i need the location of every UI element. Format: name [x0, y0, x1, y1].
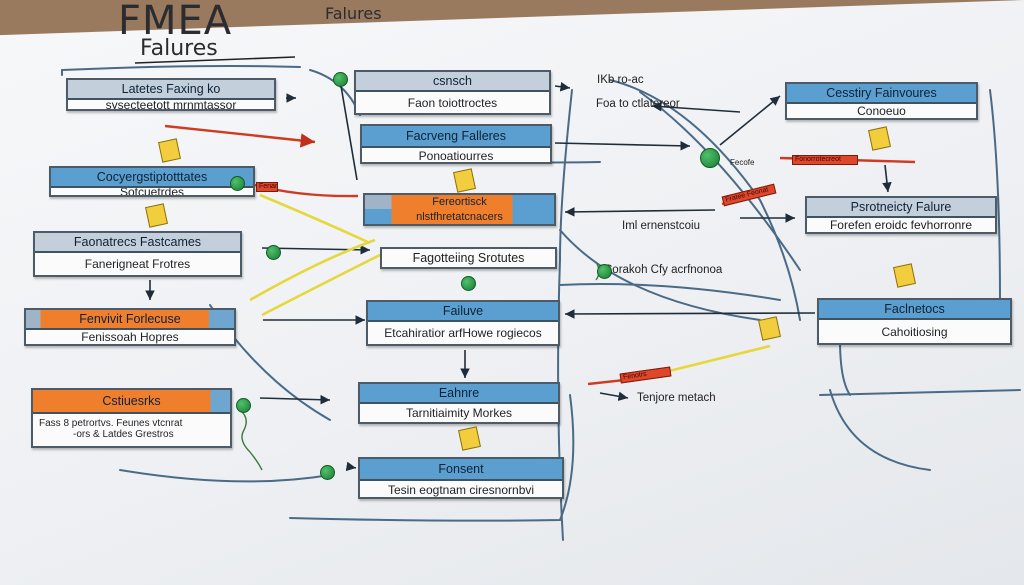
- sticky-note: [453, 168, 476, 193]
- node-a1-body: sysecteetott mrnmtassor: [105, 100, 237, 109]
- arrow: [339, 79, 358, 181]
- arrow: [345, 461, 357, 472]
- node-c2[interactable]: Psrotneicty Falure Forefen eroidc fevhor…: [805, 196, 997, 234]
- pin-icon: [700, 148, 720, 168]
- node-c3-body: Cahoitiosing: [881, 324, 948, 339]
- connector: [829, 389, 931, 471]
- node-b3-body: nlstfhretatcnacers: [365, 209, 554, 224]
- tag-t1: Fonorrotecreot: [792, 155, 858, 165]
- arrow: [564, 207, 716, 217]
- node-b1-head: csnsch: [356, 72, 549, 92]
- node-c3-head: Faclnetocs: [819, 300, 1010, 320]
- title-underline: [134, 56, 296, 64]
- node-c3[interactable]: Faclnetocs Cahoitiosing: [817, 298, 1012, 345]
- label-l1: IKb ro-ac: [597, 74, 644, 86]
- sticky-note: [158, 138, 181, 163]
- arrow: [259, 394, 331, 405]
- connector: [61, 65, 301, 71]
- node-b3[interactable]: Fereortisck nlstfhretatcnacers: [363, 193, 556, 226]
- node-b7-body: Tesin eogtnam ciresnornbvi: [387, 483, 535, 497]
- pin-icon: [320, 465, 335, 480]
- page-title: FMEA: [118, 0, 233, 44]
- node-b5-body: Etcahiratior arfHowe rogiecos: [384, 326, 542, 340]
- node-a3-body: Fanerigneat Frotres: [84, 257, 191, 271]
- pin-icon: [236, 398, 251, 413]
- arrow: [554, 140, 691, 151]
- node-c2-body: Forefen eroidc fevhorronre: [829, 218, 973, 232]
- node-c1-body: Conoeuo: [857, 104, 906, 118]
- connector: [989, 89, 1001, 301]
- node-a4[interactable]: Fenvivit Forlecuse Fenissoah Hopres: [24, 308, 236, 346]
- connector: [839, 339, 851, 396]
- arrow: [554, 81, 571, 92]
- node-a3-head: Faonatrecs Fastcames: [35, 233, 240, 253]
- red-connector: [164, 124, 316, 148]
- node-a5-line1: Fass 8 petrortvs. Feunes vtcnrat: [39, 418, 183, 429]
- node-b2-head: Facrveng Falleres: [362, 126, 550, 148]
- sticky-note: [758, 316, 781, 341]
- node-a5-head: Cstiuesrks: [33, 390, 230, 414]
- node-b1[interactable]: csnsch Faon toiottroctes: [354, 70, 551, 115]
- arrow: [719, 95, 781, 146]
- arrow: [651, 101, 741, 113]
- node-b7[interactable]: Fonsent Tesin eogtnam ciresnornbvi: [358, 457, 564, 499]
- page-subtitle: Falures: [140, 36, 218, 61]
- sticky-note: [145, 203, 168, 228]
- connector: [559, 283, 781, 301]
- pin-icon: [230, 176, 245, 191]
- node-c2-head: Psrotneicty Falure: [807, 198, 995, 218]
- node-a2-head: Cocyergstiptotttates: [51, 168, 253, 188]
- node-b6-body: Tarnitiaimity Morkes: [405, 406, 513, 420]
- arrow: [882, 164, 892, 193]
- yellow-connector: [259, 193, 371, 245]
- node-b2[interactable]: Facrveng Falleres Ponoatiourres: [360, 124, 552, 164]
- sticky-note: [893, 263, 916, 288]
- pin-icon: [333, 72, 348, 87]
- yellow-connector: [249, 238, 376, 302]
- yellow-connector: [664, 344, 771, 374]
- squiggle: [239, 409, 263, 471]
- node-b3-head: Fereortisck: [365, 195, 554, 209]
- header-label: Falures: [325, 4, 382, 23]
- pin-icon: [461, 276, 476, 291]
- node-c1[interactable]: Cesstiry Fainvoures Conoeuo: [785, 82, 978, 120]
- connector: [819, 389, 1021, 396]
- connector: [639, 91, 801, 271]
- tag-t4: Fenarkes fotres: [256, 182, 278, 192]
- node-b5[interactable]: Failuve Etcahiratior arfHowe rogiecos: [366, 300, 560, 346]
- node-a3[interactable]: Faonatrecs Fastcames Fanerigneat Frotres: [33, 231, 242, 277]
- node-b6-head: Eahnre: [360, 384, 558, 404]
- pin-icon: [597, 264, 612, 279]
- node-a1[interactable]: Latetes Faxing ko sysecteetott mrnmtasso…: [66, 78, 276, 111]
- node-b2-body: Ponoatiourres: [418, 149, 494, 163]
- pin-icon: [266, 245, 281, 260]
- label-l3: Iml ernenstcoiu: [622, 220, 700, 232]
- node-b5-head: Failuve: [368, 302, 558, 322]
- sticky-note: [868, 126, 891, 151]
- label-l5: Tenjore metach: [637, 392, 716, 404]
- node-a4-body: Fenissoah Hopres: [81, 330, 179, 344]
- yellow-connector: [261, 253, 381, 317]
- connector: [559, 229, 761, 321]
- label-l4: Corakoh Cfy acrfnonoa: [604, 264, 723, 276]
- node-b4[interactable]: Fagotteiing Srotutes: [380, 247, 557, 269]
- arrow: [564, 309, 816, 319]
- node-a5-line2: -ors & Latdes Grestros: [73, 429, 174, 440]
- node-c1-head: Cesstiry Fainvoures: [787, 84, 976, 104]
- connector: [289, 394, 575, 522]
- node-a2[interactable]: Cocyergstiptotttates Sotcuetrdes: [49, 166, 255, 197]
- node-a5[interactable]: Cstiuesrks Fass 8 petrortvs. Feunes vtcn…: [31, 388, 232, 448]
- node-a1-head: Latetes Faxing ko: [68, 80, 274, 100]
- label-l2: Foa to ctlatereor: [596, 98, 680, 110]
- node-a4-head: Fenvivit Forlecuse: [26, 310, 234, 330]
- node-b7-head: Fonsent: [360, 459, 562, 481]
- node-a2-body: Sotcuetrdes: [119, 188, 185, 195]
- connector: [119, 469, 331, 483]
- sticky-note: [458, 426, 481, 451]
- label-l6: Fecofe: [730, 158, 755, 167]
- node-b6[interactable]: Eahnre Tarnitiaimity Morkes: [358, 382, 560, 424]
- node-b1-body: Faon toiottroctes: [407, 95, 498, 110]
- arrow: [599, 391, 629, 402]
